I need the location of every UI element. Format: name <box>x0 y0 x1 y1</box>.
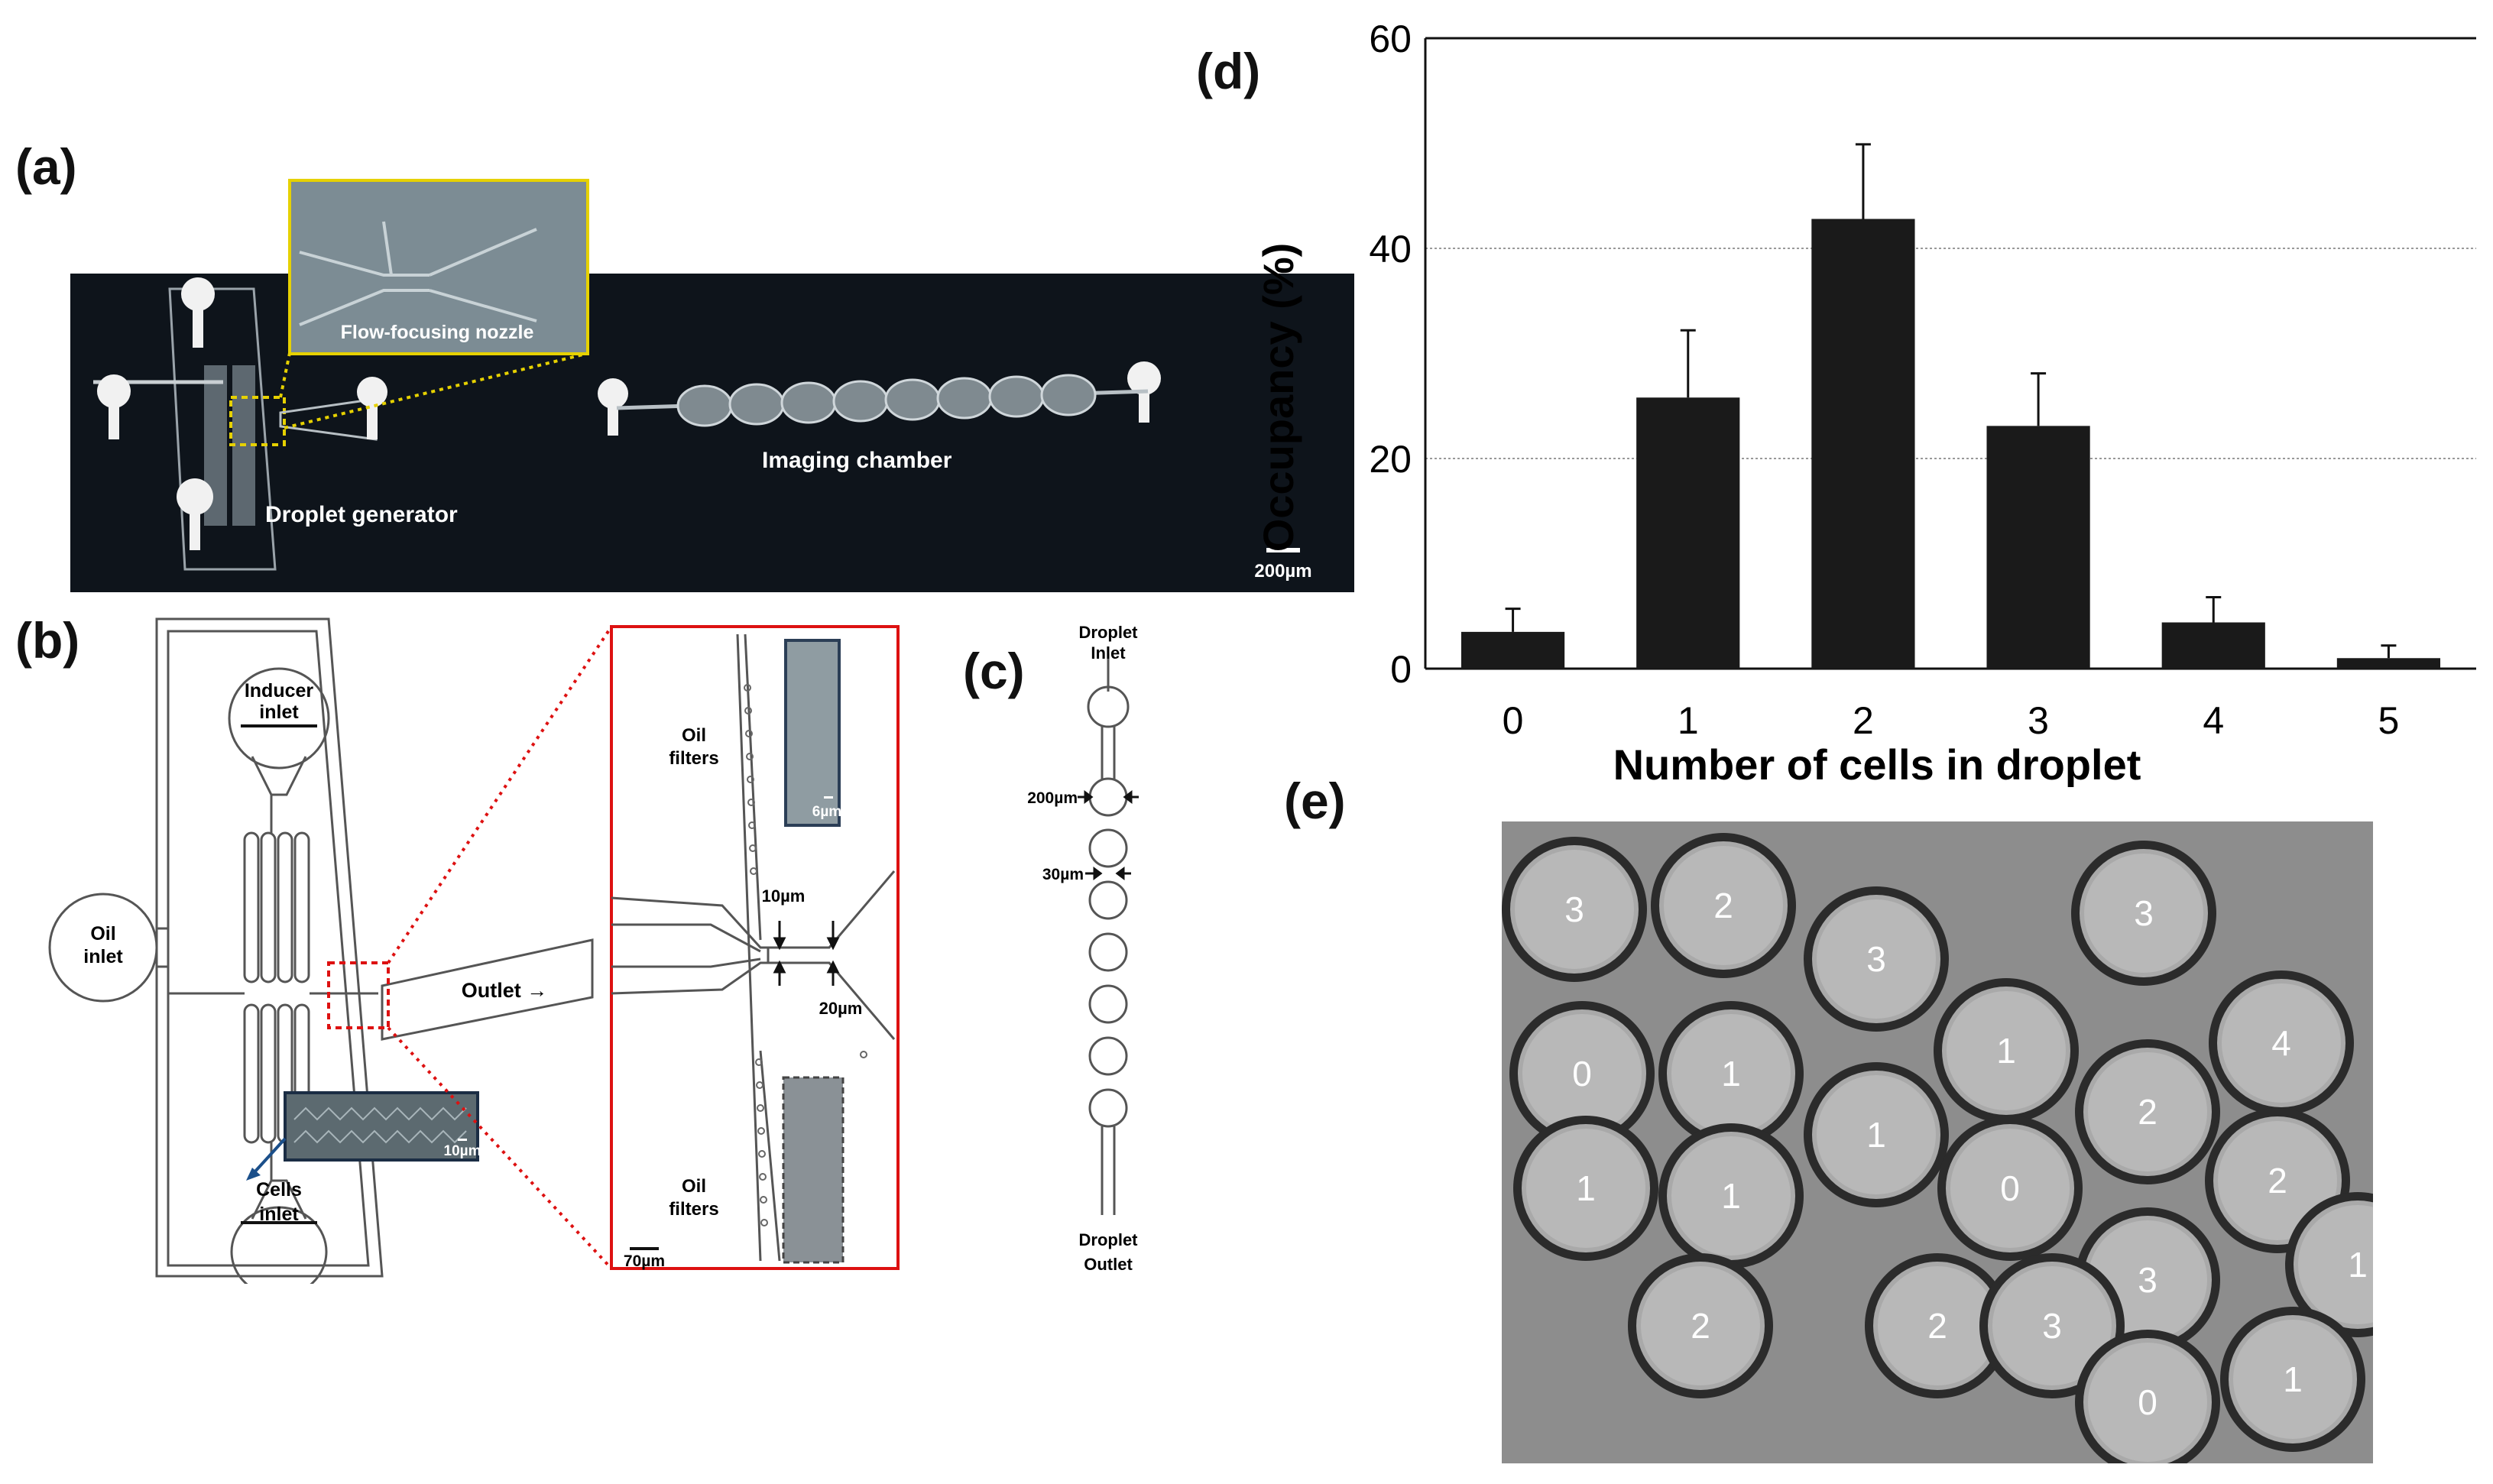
y-tick-label: 60 <box>1369 18 1412 60</box>
bar <box>2161 622 2265 669</box>
droplet-outlet-label-2: Outlet <box>1084 1255 1133 1274</box>
scale-label-200um: 200µm <box>1254 561 1311 582</box>
oil-filters-top-label-1: Oil <box>682 725 706 746</box>
droplet-cell-count: 2 <box>2268 1161 2287 1200</box>
dim-10um-label: 10µm <box>762 886 806 906</box>
dim-30um-label: 30µm <box>1042 866 1084 883</box>
droplet: 3 <box>1502 837 1647 982</box>
panel-label-d: (d) <box>1196 43 1261 99</box>
cells-inlet-label-1: Cells <box>256 1179 302 1200</box>
droplet: 0 <box>2075 1330 2220 1463</box>
x-tick-label: 0 <box>1503 699 1524 742</box>
oil-filters-top-label-2: filters <box>669 748 718 769</box>
x-tick-label: 5 <box>2378 699 2400 742</box>
droplet-cell-count: 3 <box>2042 1306 2062 1346</box>
x-tick-label: 3 <box>2028 699 2049 742</box>
droplet-cell-count: 1 <box>1866 1115 1886 1155</box>
droplet-cell-count: 3 <box>1564 889 1584 929</box>
panel-label-e: (e) <box>1284 773 1346 829</box>
droplet: 0 <box>1937 1116 2083 1261</box>
droplet: 2 <box>2075 1039 2220 1184</box>
panel-label-c: (c) <box>963 643 1025 699</box>
x-tick-label: 1 <box>1678 699 1699 742</box>
droplet-cell-count: 2 <box>1927 1306 1947 1346</box>
droplet: 2 <box>1865 1253 2010 1398</box>
x-tick-label: 2 <box>1853 699 1874 742</box>
scale-label-6um: 6µm <box>812 804 841 820</box>
droplet-cell-count: 3 <box>2138 1260 2157 1300</box>
droplet-cell-count: 1 <box>1996 1031 2016 1071</box>
y-tick-label: 40 <box>1369 228 1412 271</box>
droplet-cell-count: 1 <box>1721 1176 1741 1216</box>
droplet: 3 <box>1804 886 1949 1032</box>
droplet: 1 <box>1658 1001 1804 1146</box>
droplet: 1 <box>2220 1307 2365 1452</box>
droplet: 1 <box>1804 1062 1949 1207</box>
inset-scale-label: 10µm <box>444 1143 481 1159</box>
y-tick-label: 20 <box>1369 438 1412 481</box>
bar <box>1986 426 2090 669</box>
droplet: 4 <box>2209 970 2354 1116</box>
droplet-cell-count: 2 <box>1713 886 1733 925</box>
droplet-outlet-label-1: Droplet <box>1079 1230 1139 1249</box>
y-tick-label: 0 <box>1390 648 1412 691</box>
panel-e-microscopy: 3 2 3 3 0 1 1 4 1 2 1 0 2 1 3 1 2 2 3 0 1 <box>1502 821 2373 1463</box>
outlet-label: Outlet → <box>462 979 548 1002</box>
droplet: 1 <box>2285 1192 2373 1337</box>
droplet-cell-count: 1 <box>1576 1168 1596 1208</box>
nozzle-label: Flow-focusing nozzle <box>341 322 534 343</box>
droplet: 1 <box>1934 978 2079 1123</box>
dim-20um-label: 20µm <box>819 999 863 1018</box>
droplet: 3 <box>2071 841 2216 986</box>
bar <box>1811 219 1915 669</box>
bar <box>1636 397 1740 669</box>
droplet: 2 <box>1628 1253 1773 1398</box>
x-tick-label: 4 <box>2203 699 2224 742</box>
bar <box>1460 631 1565 669</box>
droplet-inlet-label-1: Droplet <box>1079 623 1139 642</box>
scale-bar-200um <box>1266 548 1300 552</box>
droplet-cell-count: 4 <box>2271 1023 2291 1063</box>
droplet: 1 <box>1513 1116 1658 1261</box>
droplet-generator-label: Droplet generator <box>265 502 458 527</box>
droplet-cell-count: 3 <box>2134 893 2154 933</box>
panel-b-schematic: Inducer inlet Oil inlet Cells inlet Outl… <box>48 617 900 1284</box>
panel-label-b: (b) <box>15 612 80 669</box>
droplet-cell-count: 3 <box>1866 939 1886 979</box>
droplet: 2 <box>1651 833 1796 978</box>
bar <box>2336 658 2441 669</box>
panel-label-a: (a) <box>15 138 77 195</box>
inducer-inlet-label-1: Inducer <box>245 680 314 701</box>
imaging-chamber-label: Imaging chamber <box>762 448 952 473</box>
droplet-cell-count: 2 <box>1691 1306 1710 1346</box>
droplet-cell-count: 0 <box>2138 1382 2157 1422</box>
oil-filters-bottom-label-1: Oil <box>682 1176 706 1197</box>
droplet: 0 <box>1509 1001 1655 1146</box>
scale-label-70um: 70µm <box>624 1252 665 1270</box>
panel-c-chamber: Droplet Inlet 200µm 30µm Droplet Outlet <box>1027 623 1139 1274</box>
droplet-cell-count: 2 <box>2138 1092 2157 1132</box>
droplet: 1 <box>1658 1123 1804 1269</box>
droplet-cell-count: 1 <box>1721 1054 1741 1094</box>
oil-inlet-label-1: Oil <box>90 923 115 945</box>
x-axis-label: Number of cells in droplet <box>1613 740 2141 787</box>
panel-a-device-photo: Flow-focusing nozzle Droplet generator I… <box>70 179 1354 592</box>
y-axis-label: Occupancy (%) <box>1254 243 1302 552</box>
dim-200um-label: 200µm <box>1027 789 1078 807</box>
oil-inlet-label-2: inlet <box>83 946 123 967</box>
droplet-inlet-label-2: Inlet <box>1091 643 1126 663</box>
droplet-cell-count: 1 <box>2348 1245 2368 1285</box>
inducer-inlet-label-2: inlet <box>259 701 299 723</box>
droplet-cell-count: 0 <box>1572 1054 1592 1094</box>
cells-inlet-label-2: inlet <box>259 1204 299 1225</box>
droplet-cell-count: 0 <box>2000 1168 2020 1208</box>
occupancy-bar-chart: Occupancy (%) Number of cells in droplet… <box>1254 18 2476 787</box>
oil-filters-bottom-label-2: filters <box>669 1199 718 1220</box>
droplet-cell-count: 1 <box>2283 1359 2303 1399</box>
